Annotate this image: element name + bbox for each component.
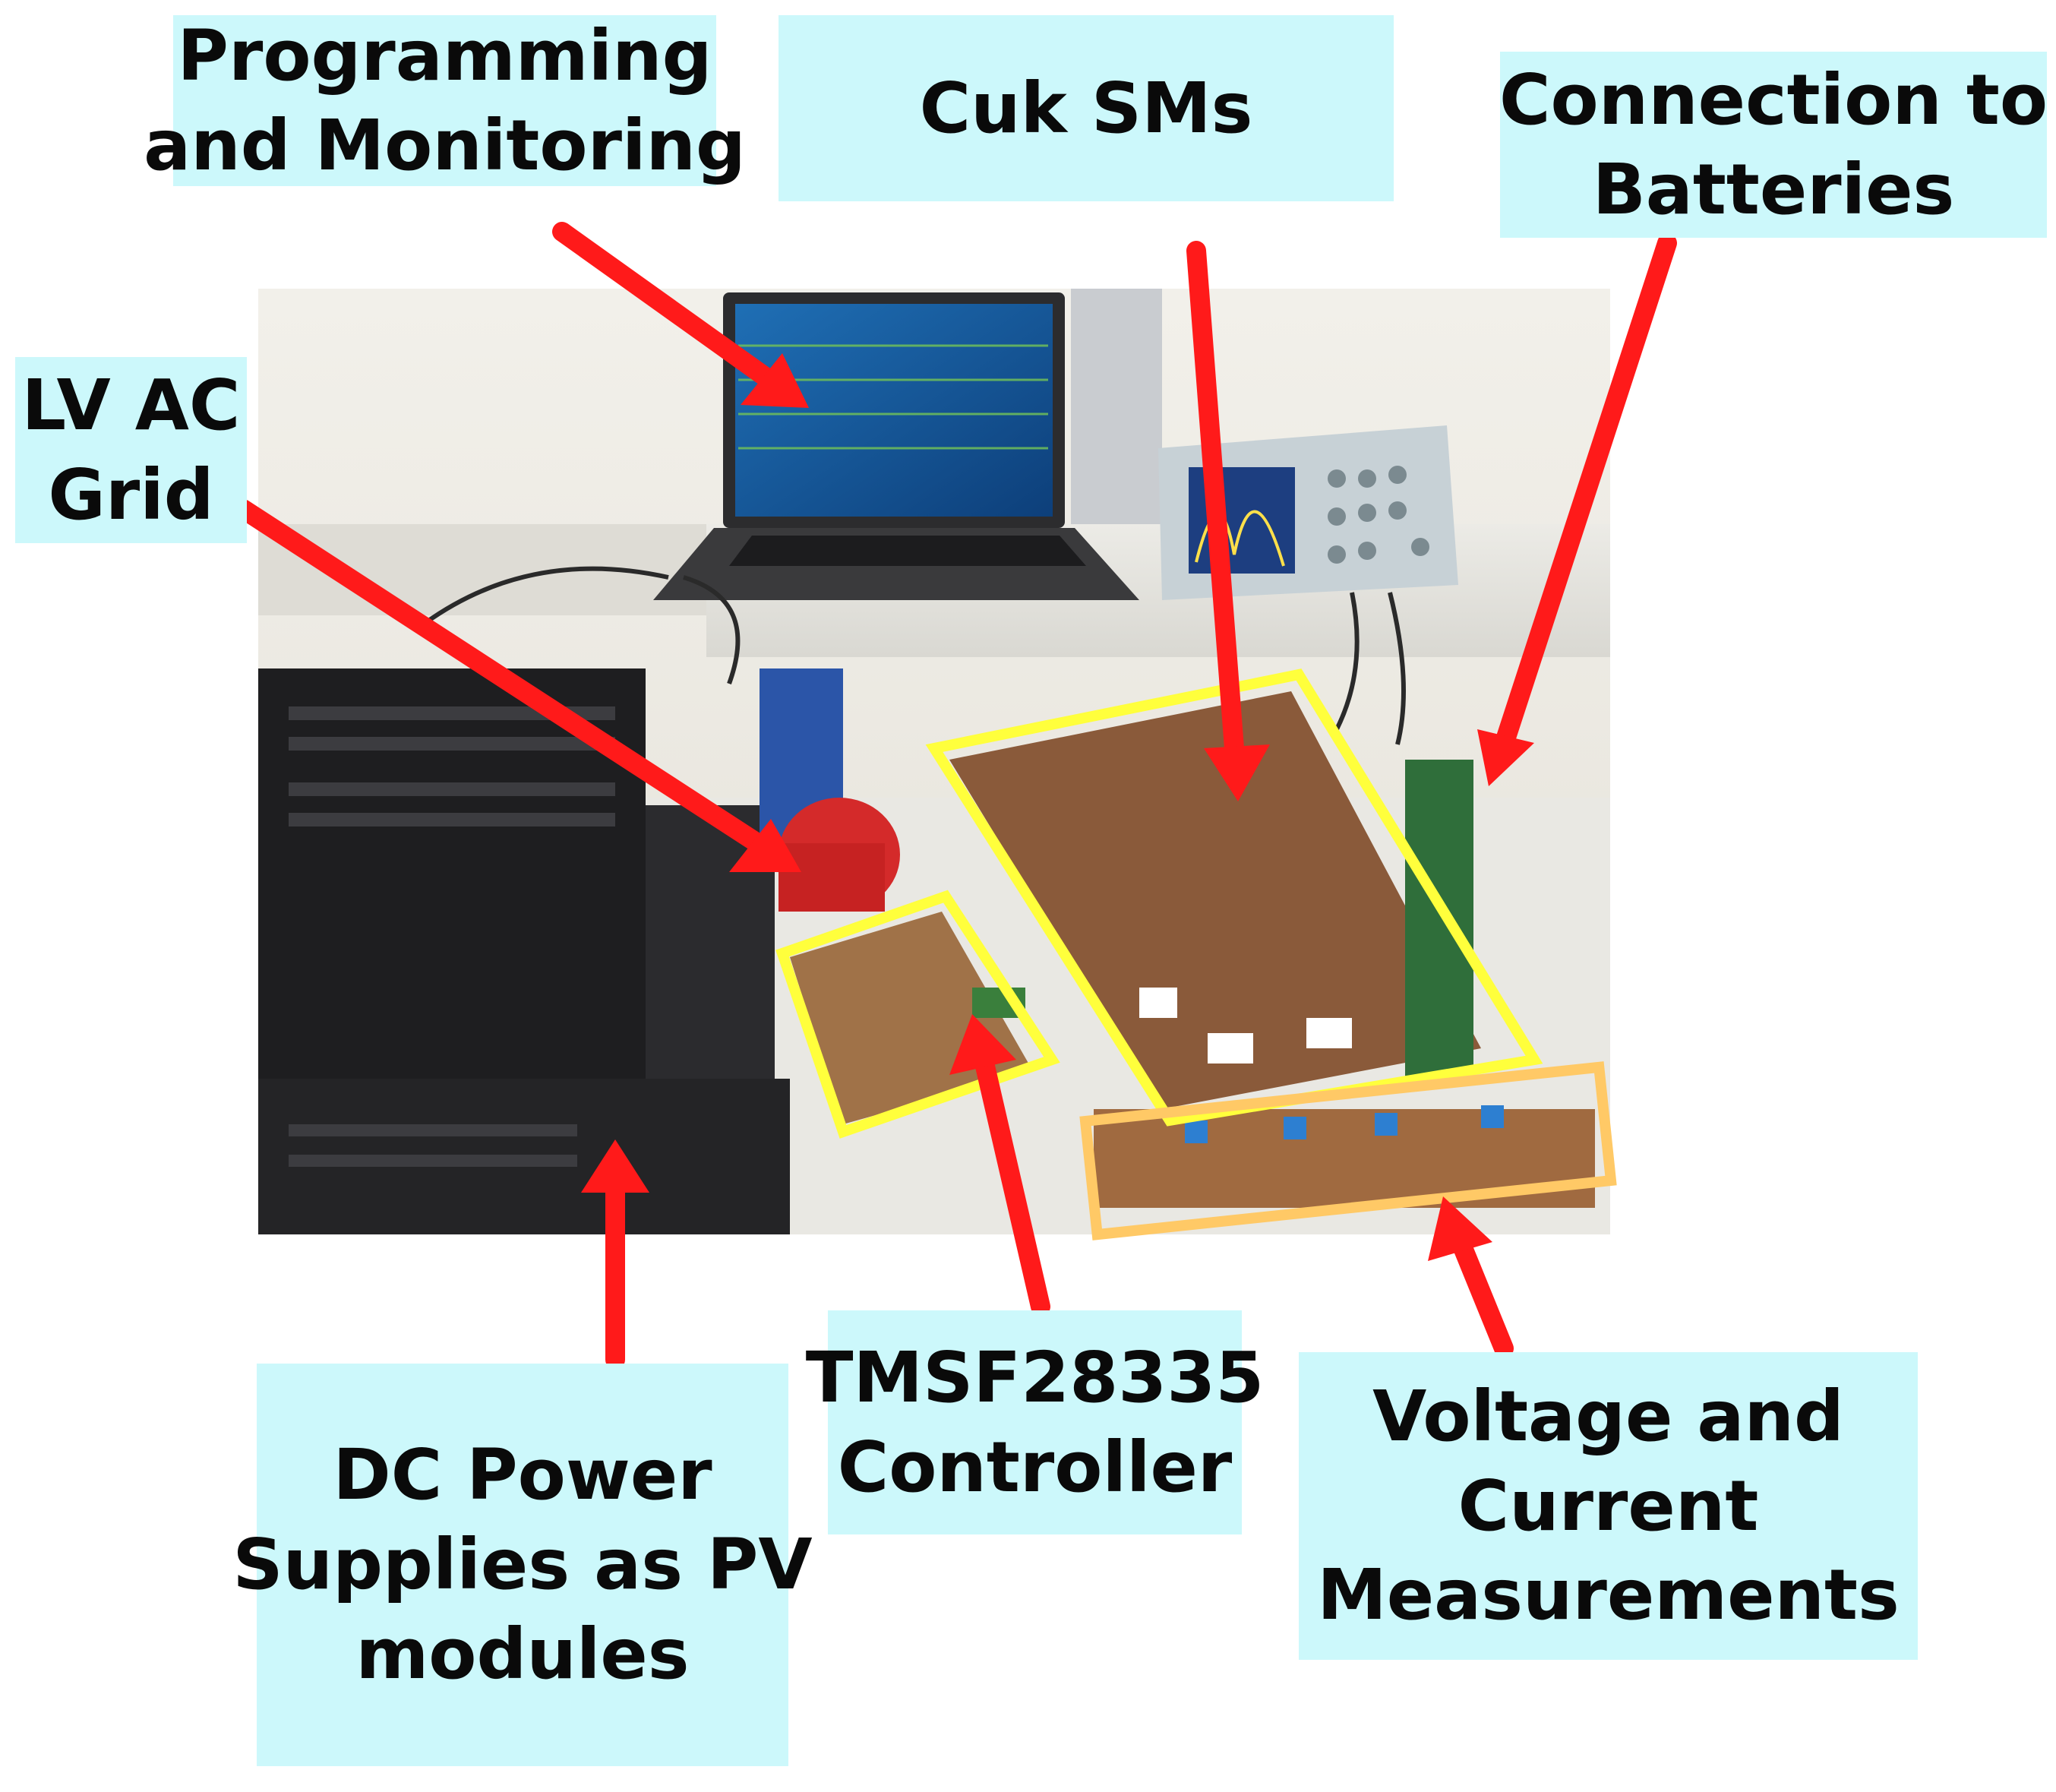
metal-duct (1071, 289, 1162, 547)
vent-slots (289, 706, 615, 1167)
controller-highlight (775, 890, 1060, 1139)
label-line: Grid (48, 454, 214, 536)
label-line: LV AC (21, 364, 241, 446)
controller-board-area (790, 912, 1033, 1124)
label-line: and Monitoring (144, 104, 746, 186)
cuk-highlight (925, 668, 1543, 1127)
arrow-batteries (1477, 233, 1677, 786)
green-battery-cable (1405, 760, 1473, 1079)
label-line: modules (355, 1613, 690, 1695)
laptop-screen (735, 304, 1053, 517)
label-programming-and-monitoring: Programming and Monitoring (144, 15, 746, 186)
power-supplies (258, 668, 790, 1234)
arrow-cuk (1186, 241, 1270, 801)
lab-photo (258, 289, 1617, 1240)
cuk-board-area (949, 691, 1481, 1109)
arrow-programming (552, 222, 809, 408)
label-line: Programming (177, 14, 712, 96)
red-socket-body (779, 843, 885, 912)
arrow-controller (949, 1014, 1050, 1316)
label-line: TMSF28335 (805, 1336, 1265, 1418)
laptop-keyboard (729, 536, 1086, 566)
label-tmsf28335-controller: TMSF28335 Controller (806, 1310, 1264, 1534)
label-line: Controller (837, 1426, 1233, 1508)
label-dc-power-supplies: DC Power Supplies as PV modules (232, 1364, 813, 1766)
scope-knobs (1328, 466, 1429, 564)
label-line: Cuk SMs (919, 67, 1253, 149)
arrow-measurements (1428, 1196, 1514, 1358)
blue-components (1185, 1105, 1504, 1143)
label-lv-ac-grid: LV AC Grid (15, 357, 247, 543)
arrow-dcpower (581, 1139, 649, 1370)
label-cuk-sms: Cuk SMs (779, 15, 1394, 201)
label-line: Voltage and (1372, 1375, 1844, 1457)
arrows (233, 222, 1677, 1370)
white-components (1139, 988, 1352, 1064)
circuit-boards (790, 691, 1595, 1208)
label-connection-to-batteries: Connection to Batteries (1499, 52, 2048, 238)
arrow-lvac (233, 499, 801, 872)
label-line: Supplies as PV (232, 1524, 813, 1606)
label-line: DC Power (333, 1434, 712, 1516)
label-line: Connection to (1499, 58, 2048, 141)
label-line: Current (1458, 1465, 1759, 1547)
measurement-highlight (1079, 1061, 1617, 1240)
cables (424, 566, 1406, 745)
label-line: Measurements (1317, 1554, 1900, 1636)
label-line: Batteries (1592, 148, 1955, 230)
laptop (653, 292, 1139, 600)
label-voltage-and-current-measurements: Voltage and Current Measurements (1299, 1352, 1918, 1660)
